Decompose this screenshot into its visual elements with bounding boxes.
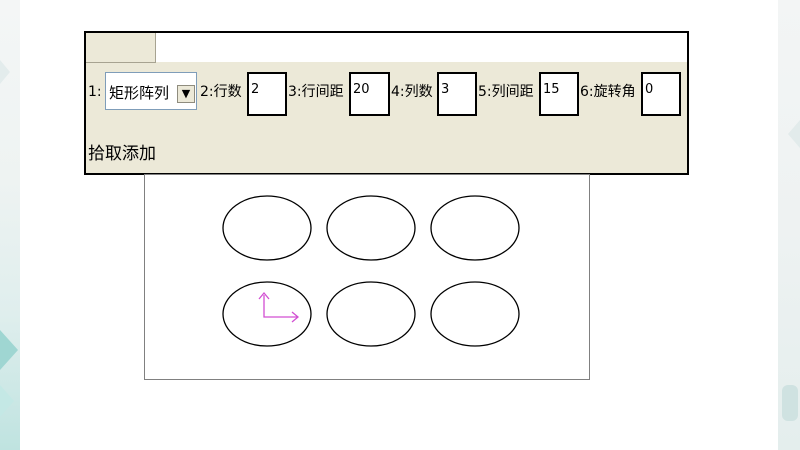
array-ellipse[interactable] (430, 195, 520, 261)
array-ellipse[interactable] (222, 281, 312, 347)
array-type-dropdown[interactable]: 矩形阵列 ▼ (105, 72, 197, 110)
column-count-input[interactable]: 3 (437, 72, 477, 116)
column-count-label: 4:列数 (391, 84, 433, 100)
array-ellipse[interactable] (326, 195, 416, 261)
rotation-angle-value: 0 (645, 82, 654, 97)
decor-triangle (0, 385, 14, 417)
option-1-label: 1: (88, 84, 102, 100)
decor-triangle (788, 120, 800, 148)
array-ellipse[interactable] (222, 195, 312, 261)
drawing-svg (222, 195, 520, 347)
row-count-input[interactable]: 2 (247, 72, 287, 116)
decor-blob (782, 385, 798, 421)
array-parameter-row: 1: 矩形阵列 ▼ 2:行数 2 3:行间距 20 4:列数 3 5:列间距 1… (86, 70, 687, 122)
row-count-label: 2:行数 (200, 84, 242, 100)
slide-left-decoration (0, 0, 20, 450)
row-count-value: 2 (251, 82, 260, 97)
command-prompt: 拾取添加 (88, 144, 156, 164)
array-type-value: 矩形阵列 (109, 84, 170, 102)
row-spacing-input[interactable]: 20 (349, 72, 390, 116)
array-ellipse[interactable] (430, 281, 520, 347)
array-ellipse[interactable] (326, 281, 416, 347)
toolbar-title-row (86, 33, 687, 63)
rotation-angle-input[interactable]: 0 (641, 72, 681, 116)
row-spacing-value: 20 (353, 82, 370, 97)
decor-triangle (0, 60, 10, 84)
column-spacing-label: 5:列间距 (478, 84, 534, 100)
column-spacing-input[interactable]: 15 (539, 72, 579, 116)
toolbar-tab[interactable] (86, 33, 156, 63)
decor-triangle (0, 330, 18, 370)
row-spacing-label: 3:行间距 (288, 84, 344, 100)
ellipse-array (222, 195, 520, 347)
ucs-axis-icon (258, 291, 300, 323)
chevron-down-icon[interactable]: ▼ (177, 85, 195, 103)
column-spacing-value: 15 (543, 82, 560, 97)
slide-right-decoration (778, 0, 800, 450)
column-count-value: 3 (441, 82, 450, 97)
array-command-toolbar: 1: 矩形阵列 ▼ 2:行数 2 3:行间距 20 4:列数 3 5:列间距 1… (84, 31, 689, 175)
rotation-angle-label: 6:旋转角 (580, 84, 636, 100)
drawing-canvas[interactable] (144, 174, 590, 380)
